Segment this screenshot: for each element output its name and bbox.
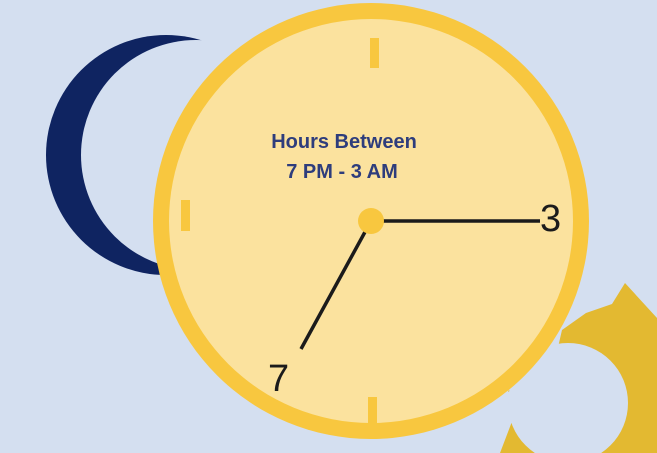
tick-9 <box>181 200 190 231</box>
clock-center-pivot <box>358 208 384 234</box>
tick-6 <box>368 397 377 427</box>
clock-icon <box>153 3 589 439</box>
caption-line-2: 7 PM - 3 AM <box>224 160 460 184</box>
tick-12 <box>370 38 379 68</box>
caption-line-1: Hours Between <box>226 130 462 154</box>
hour-label-3: 3 <box>540 200 561 238</box>
hour-label-7: 7 <box>268 360 289 398</box>
